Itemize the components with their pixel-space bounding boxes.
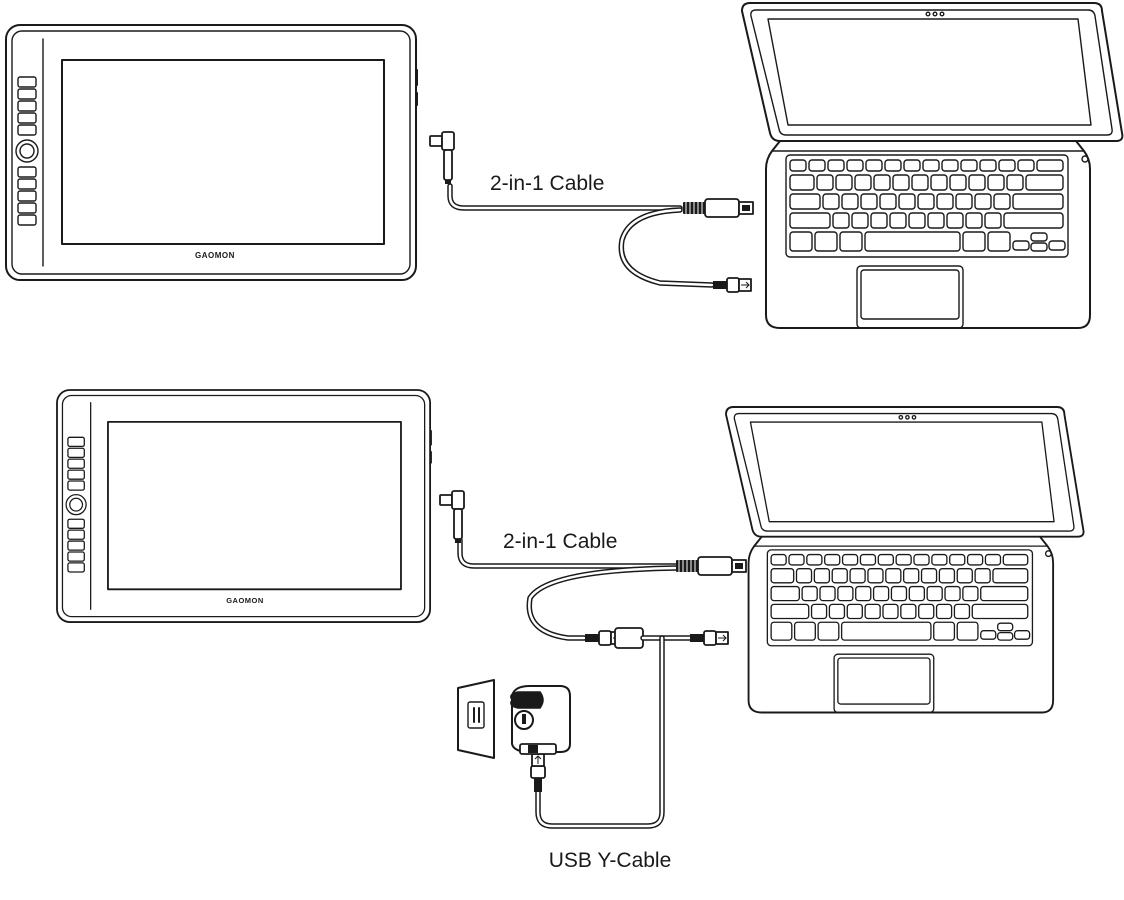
power-adapter <box>457 679 571 759</box>
two-in-one-cable-2 <box>457 537 679 641</box>
usb-plug-1 <box>712 277 752 293</box>
tablet-logo-1: GAOMON <box>195 251 235 260</box>
y-splitter-box <box>614 627 644 649</box>
y-cable-label: USB Y-Cable <box>549 849 672 872</box>
angled-connector-2 <box>439 490 465 544</box>
laptop-1 <box>741 2 1124 329</box>
laptop-2 <box>725 406 1085 714</box>
tablet-logo-2: GAOMON <box>226 596 264 605</box>
two-in-one-cable-1 <box>447 183 715 288</box>
usb-plug-adapter <box>530 753 546 793</box>
wall-outlet <box>457 679 495 759</box>
pen-display-tablet-2 <box>56 389 432 623</box>
usb-plug-laptop-2 <box>689 630 729 646</box>
hdmi-plug-1 <box>682 198 754 218</box>
angled-connector-1 <box>429 131 455 185</box>
diagram-1: GAOMON 2-in-1 Cable <box>5 2 1124 329</box>
hdmi-plug-2 <box>675 556 747 576</box>
cable-label-1: 2-in-1 Cable <box>490 172 604 195</box>
usb-y-cable <box>530 627 729 829</box>
pen-display-tablet-1 <box>5 24 418 281</box>
cable-label-2: 2-in-1 Cable <box>503 530 617 553</box>
diagram-2: GAOMON 2-in-1 Cable <box>56 389 1085 872</box>
